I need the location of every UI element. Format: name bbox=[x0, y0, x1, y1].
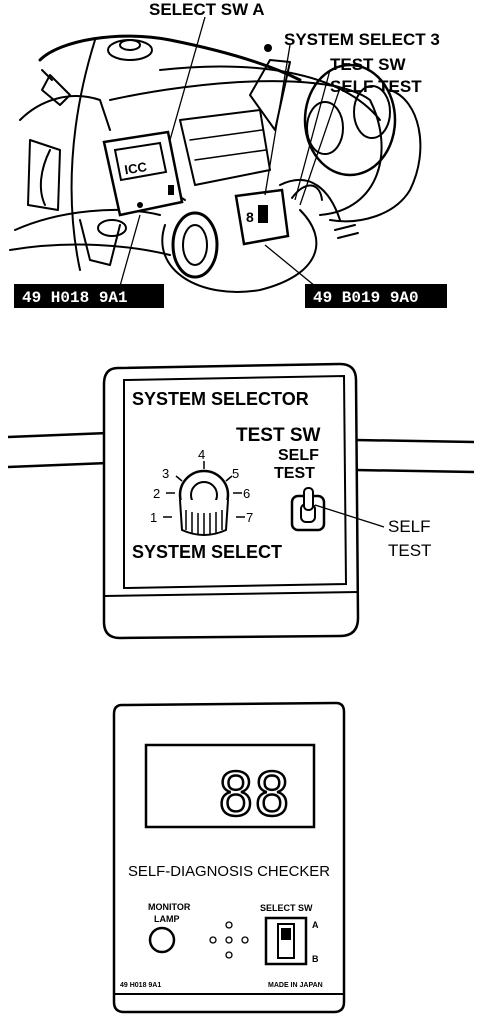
system-select-dial[interactable] bbox=[178, 469, 230, 536]
selector-title: SYSTEM SELECTOR bbox=[132, 389, 309, 409]
checker-display-window bbox=[144, 743, 316, 829]
callout-leaders bbox=[119, 16, 341, 287]
dial-position-3: 3 bbox=[162, 466, 169, 481]
selector-test-label: TEST bbox=[274, 465, 315, 482]
selector-display-glyph: 8 bbox=[246, 209, 254, 225]
part-number-plate-checker bbox=[14, 284, 164, 308]
checker-display-text: ICC bbox=[123, 159, 148, 177]
selector-test-sw-label: TEST SW bbox=[236, 425, 321, 446]
dial-position-2: 2 bbox=[153, 486, 160, 501]
indicator-dots bbox=[209, 921, 249, 959]
dial-position-7: 7 bbox=[246, 510, 253, 525]
callout-system-select-3: SYSTEM SELECT 3 bbox=[284, 30, 440, 49]
self-test-callout-line2: TEST bbox=[388, 541, 431, 560]
select-switch[interactable] bbox=[264, 916, 308, 966]
part-number-checker: 49 H018 9A1 bbox=[22, 289, 128, 307]
dial-ticks bbox=[163, 461, 245, 518]
callout-select-sw-a: SELECT SW A bbox=[149, 0, 265, 19]
system-selector-device bbox=[7, 362, 475, 640]
select-switch-pos-a: A bbox=[312, 920, 319, 930]
self-test-toggle-switch[interactable] bbox=[290, 487, 326, 532]
engine-bay-illustration bbox=[9, 34, 422, 293]
system-select-label: SYSTEM SELECT bbox=[132, 542, 282, 562]
select-switch-pos-b: B bbox=[312, 954, 319, 964]
selector-self-label: SELF bbox=[278, 447, 319, 464]
callout-test-sw: TEST SW bbox=[330, 55, 407, 74]
checker-origin: MADE IN JAPAN bbox=[268, 982, 323, 989]
dial-position-1: 1 bbox=[150, 510, 157, 525]
self-test-leader bbox=[314, 504, 385, 528]
monitor-lamp-label-line2: LAMP bbox=[154, 914, 180, 924]
checker-title: SELF-DIAGNOSIS CHECKER bbox=[128, 863, 330, 880]
select-sw-label: SELECT SW bbox=[260, 903, 313, 913]
self-test-callout-line1: SELF bbox=[388, 517, 431, 536]
dial-position-4: 4 bbox=[198, 447, 205, 462]
checker-display-digits: 88 bbox=[218, 760, 290, 830]
dial-position-5: 5 bbox=[232, 466, 239, 481]
part-number-plate-selector bbox=[305, 284, 447, 308]
checker-part-number: 49 H018 9A1 bbox=[120, 982, 161, 989]
monitor-lamp-icon bbox=[148, 926, 176, 954]
checker-unit-illustration: ICC bbox=[102, 130, 184, 217]
dial-position-6: 6 bbox=[243, 486, 250, 501]
callout-self-test: SELF TEST bbox=[330, 77, 422, 96]
monitor-lamp-label-line1: MONITOR bbox=[148, 902, 191, 912]
selector-unit-illustration: 8 bbox=[234, 184, 323, 246]
part-number-selector: 49 B019 9A0 bbox=[313, 289, 419, 307]
